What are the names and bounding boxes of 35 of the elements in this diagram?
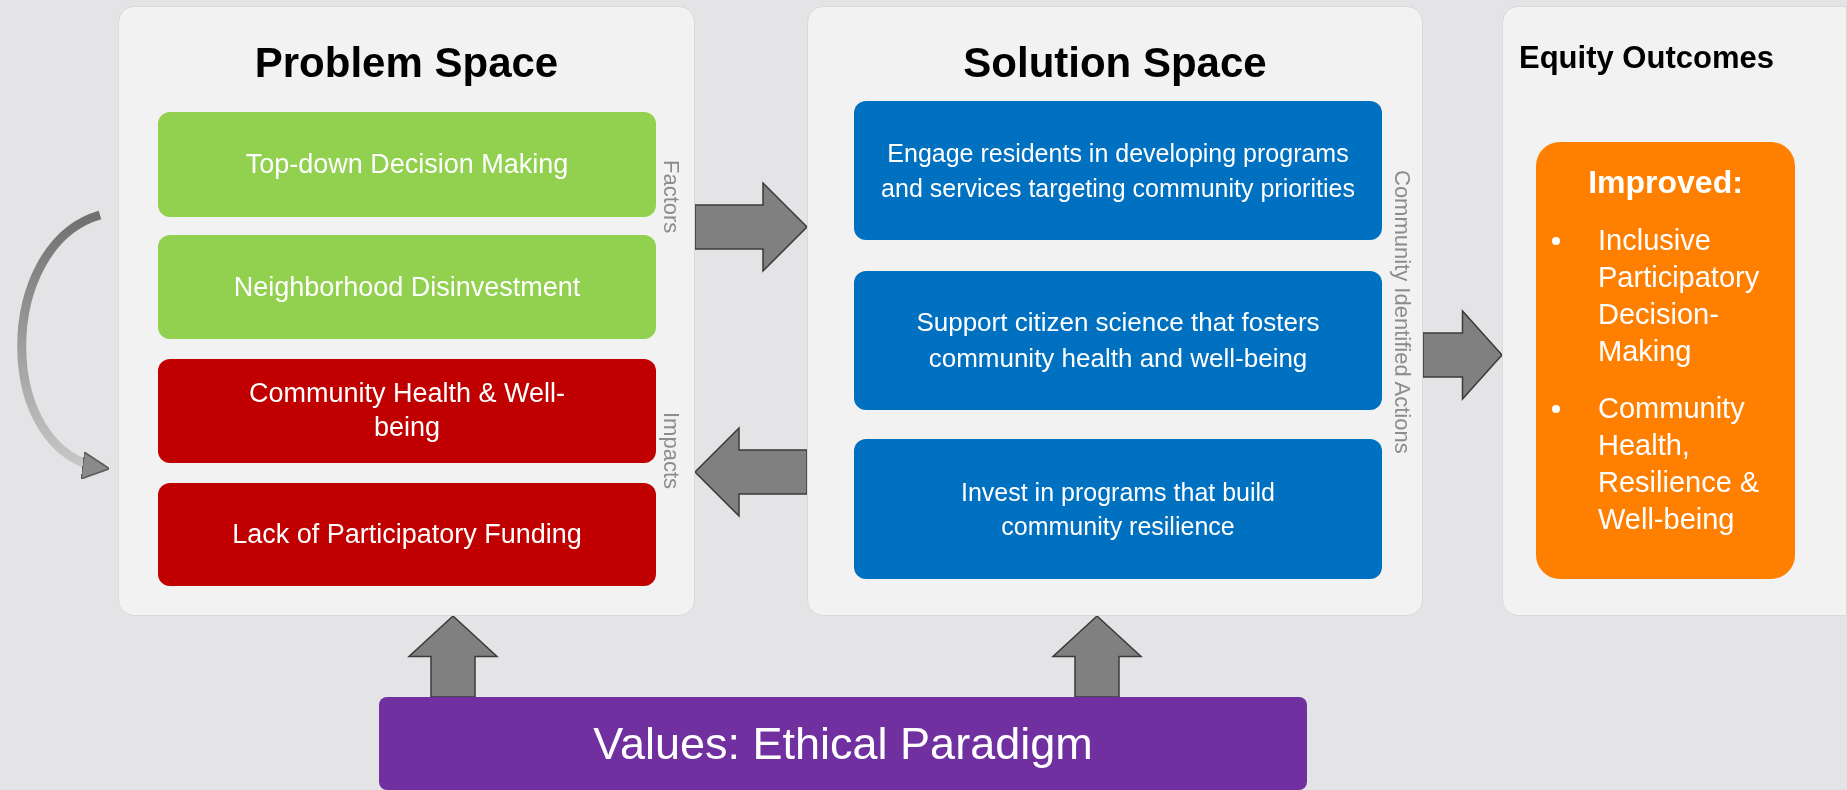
panel-heading: Problem Space [253, 38, 560, 88]
factor-box [158, 112, 656, 217]
outcome-text: Community Health, Resilience & Well-being [1598, 391, 1761, 537]
box-text: Support citizen science that fosters community health and well-being [915, 305, 1321, 375]
block-arrow [1051, 615, 1143, 698]
outcome-box [1536, 142, 1795, 579]
block-arrow [693, 426, 808, 518]
panel [807, 6, 1423, 616]
box-text: Community Health & Well-being [247, 377, 567, 444]
impact-box [158, 359, 656, 463]
panel-heading: Equity Outcomes [1519, 39, 1775, 77]
curved-arrow [17, 210, 110, 476]
side-label: Factors [660, 160, 682, 234]
block-arrow [407, 615, 499, 698]
block-arrow [1422, 309, 1503, 401]
box-text: Values: Ethical Paradigm [593, 716, 1093, 771]
box-text: Invest in programs that build community resilience [959, 476, 1277, 542]
box-text: Lack of Participatory Funding [232, 518, 582, 552]
impact-box [158, 483, 656, 586]
side-label: Impacts [660, 412, 682, 490]
action-box [854, 439, 1382, 579]
action-box [854, 101, 1382, 240]
box-text: Top-down Decision Making [245, 148, 569, 182]
side-label: Community Identified Actions [1391, 170, 1413, 454]
outcome-heading: Improved: [1587, 163, 1744, 202]
factor-box [158, 235, 656, 339]
block-arrow [694, 181, 809, 273]
panel [1502, 6, 1847, 616]
outcome-text: Inclusive Participatory Decision-Making [1598, 223, 1761, 369]
box-text: Engage residents in developing programs and services targeting community priorities [880, 138, 1356, 204]
box-text: Neighborhood Disinvestment [233, 270, 581, 304]
panel-heading: Solution Space [962, 38, 1268, 88]
values-bar [379, 697, 1307, 790]
action-box [854, 271, 1382, 410]
panel [118, 6, 695, 616]
